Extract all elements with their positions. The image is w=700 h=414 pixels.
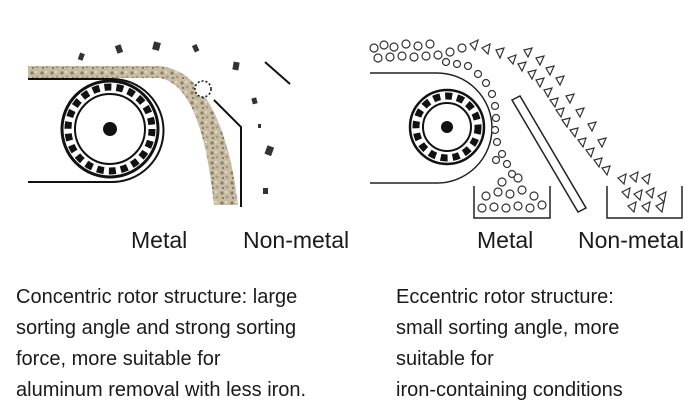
left-caption-line: sorting angle and strong sorting bbox=[16, 317, 297, 339]
left-caption-line: force, more suitable for bbox=[16, 348, 221, 370]
left-caption-line: aluminum removal with less iron. bbox=[16, 379, 307, 401]
eccentric-rotor-diagram bbox=[369, 38, 683, 219]
splitter-plate bbox=[213, 99, 242, 207]
right-metal-label: Metal bbox=[477, 227, 534, 253]
eccentric-rotor bbox=[408, 88, 486, 166]
right-caption-line: small sorting angle, more bbox=[396, 317, 620, 339]
nonmetal-bin bbox=[606, 186, 683, 219]
left-metal-label: Metal bbox=[131, 227, 188, 253]
right-caption-line: Eccentric rotor structure: bbox=[396, 286, 614, 308]
nonmetal-particles bbox=[77, 41, 275, 194]
conveyor-belt bbox=[28, 78, 165, 183]
left-nonmetal-label: Non-metal bbox=[243, 227, 350, 253]
left-caption-line: Concentric rotor structure: large bbox=[16, 286, 298, 308]
deflector-line bbox=[264, 61, 291, 85]
concentric-rotor-diagram bbox=[28, 41, 291, 207]
right-caption-line: iron-containing conditions bbox=[396, 379, 623, 401]
metal-bin bbox=[473, 186, 551, 219]
idler-roller bbox=[194, 80, 212, 98]
right-caption-line: suitable for bbox=[396, 348, 494, 370]
right-caption: Eccentric rotor structure: small sorting… bbox=[396, 282, 623, 406]
left-caption: Concentric rotor structure: large sortin… bbox=[16, 282, 306, 406]
material-stream bbox=[28, 66, 238, 205]
right-nonmetal-label: Non-metal bbox=[578, 227, 685, 253]
metal-particles bbox=[369, 39, 547, 213]
nonmetal-particles bbox=[469, 38, 667, 214]
concentric-rotor bbox=[60, 79, 160, 179]
splitter-plate bbox=[510, 95, 588, 213]
